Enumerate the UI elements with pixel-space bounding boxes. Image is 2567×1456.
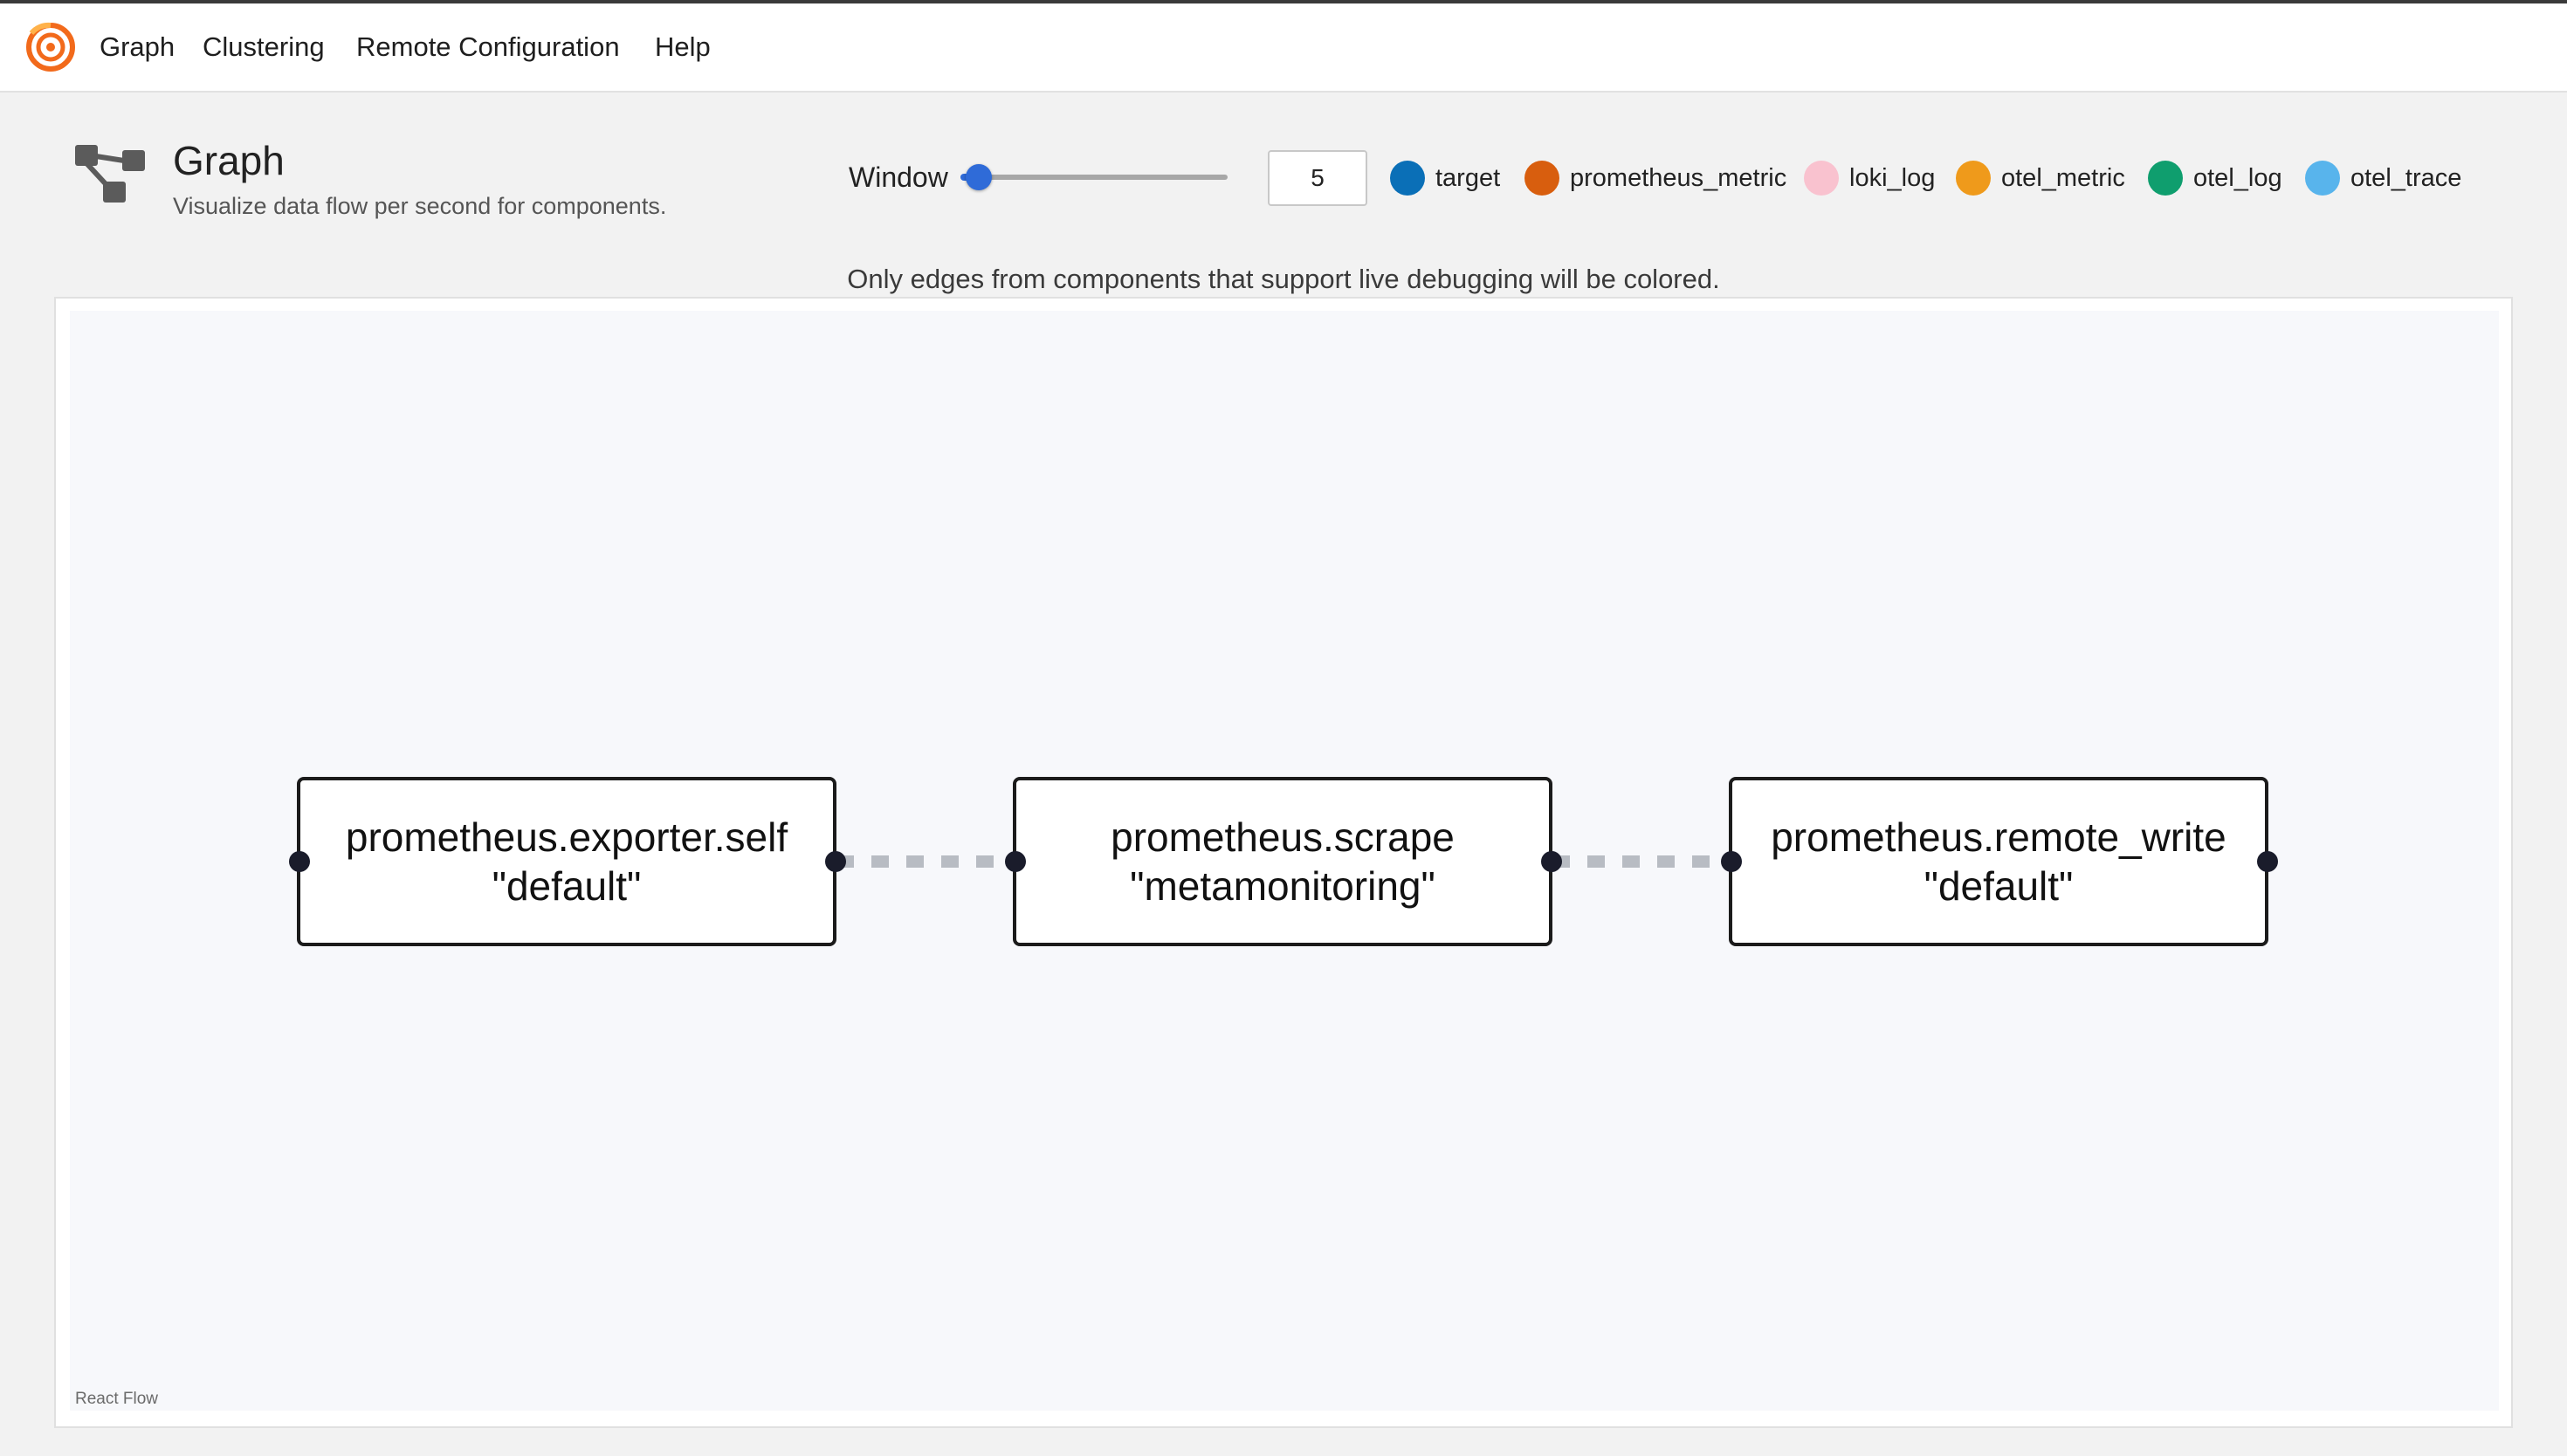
edge-scrape-to-remote-write[interactable] [1552, 855, 1727, 868]
legend-item-prometheus-metric: prometheus_metric [1524, 161, 1786, 196]
node-prometheus-scrape[interactable]: prometheus.scrape "metamonitoring" [1013, 777, 1552, 946]
legend-label: prometheus_metric [1570, 163, 1787, 192]
nav-graph[interactable]: Graph [100, 31, 175, 62]
legend-color-swatch [1804, 161, 1839, 196]
legend-color-swatch [2148, 161, 2183, 196]
legend-label: otel_metric [2001, 163, 2125, 192]
node-name: prometheus.scrape [1111, 814, 1455, 860]
node-name: prometheus.remote_write [1771, 814, 2226, 860]
node-label: "default" [492, 863, 642, 909]
node-prometheus-remote-write[interactable]: prometheus.remote_write "default" [1729, 777, 2268, 946]
page-subtitle: Visualize data flow per second for compo… [173, 193, 667, 219]
legend-color-swatch [1956, 161, 1991, 196]
node-label: "default" [1924, 863, 2074, 909]
graph-icon [73, 143, 148, 206]
live-debugging-note: Only edges from components that support … [847, 264, 1720, 294]
legend-item-otel-metric: otel_metric [1956, 161, 2125, 196]
node-input-handle[interactable] [289, 851, 310, 872]
node-output-handle[interactable] [825, 851, 846, 872]
edge-exporter-to-scrape[interactable] [836, 855, 1011, 868]
node-label: "metamonitoring" [1130, 863, 1435, 909]
legend-label: loki_log [1849, 163, 1936, 192]
slider-track[interactable] [960, 175, 1228, 180]
window-label: Window [849, 161, 948, 193]
nav-remote-configuration[interactable]: Remote Configuration [356, 31, 620, 62]
window-top-border [0, 0, 2567, 3]
window-value-input[interactable] [1268, 150, 1367, 206]
node-prometheus-exporter-self[interactable]: prometheus.exporter.self "default" [297, 777, 836, 946]
legend-item-otel-log: otel_log [2148, 161, 2282, 196]
slider-thumb[interactable] [965, 164, 992, 190]
nav-clustering[interactable]: Clustering [203, 31, 325, 62]
page-title: Graph [173, 138, 285, 183]
legend-label: target [1435, 163, 1501, 192]
node-name: prometheus.exporter.self [345, 814, 788, 860]
legend-label: otel_log [2193, 163, 2282, 192]
legend-item-target: target [1390, 161, 1500, 196]
legend-label: otel_trace [2350, 163, 2462, 192]
grafana-alloy-logo[interactable] [24, 21, 77, 73]
legend-color-swatch [2305, 161, 2340, 196]
legend-color-swatch [1390, 161, 1425, 196]
node-output-handle[interactable] [2257, 851, 2278, 872]
nav-help[interactable]: Help [655, 31, 711, 62]
legend-item-otel-trace: otel_trace [2305, 161, 2461, 196]
navbar: Graph Clustering Remote Configuration He… [0, 3, 2567, 93]
window-slider[interactable] [960, 162, 1228, 192]
node-input-handle[interactable] [1721, 851, 1742, 872]
legend-item-loki-log: loki_log [1804, 161, 1935, 196]
node-input-handle[interactable] [1005, 851, 1026, 872]
legend-color-swatch [1524, 161, 1559, 196]
react-flow-attribution[interactable]: React Flow [75, 1390, 159, 1408]
node-output-handle[interactable] [1541, 851, 1562, 872]
